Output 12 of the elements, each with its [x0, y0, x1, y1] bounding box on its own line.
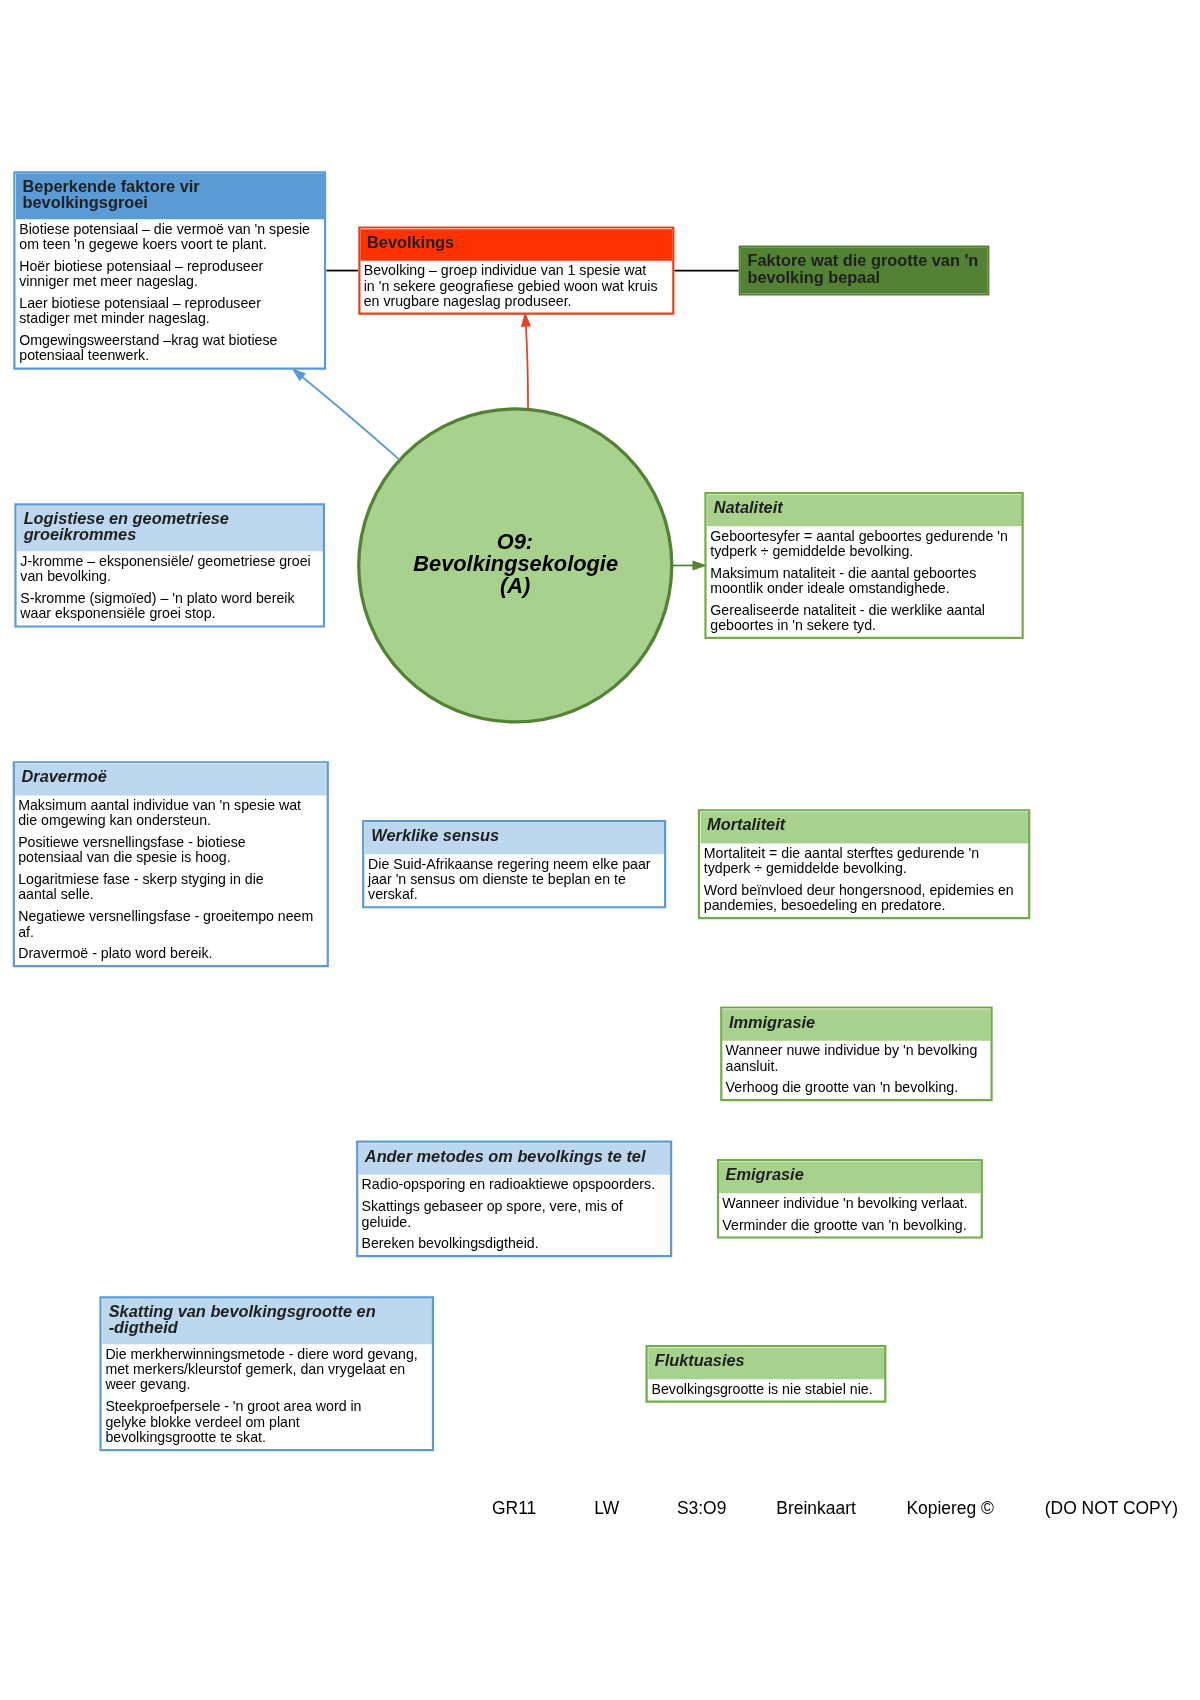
connector — [673, 269, 740, 271]
label: Kopiereg © — [906, 1497, 994, 1518]
arrow — [671, 559, 707, 570]
arrow — [520, 311, 531, 410]
arrow — [291, 367, 401, 461]
label: GR11 — [492, 1497, 537, 1518]
label: LW — [594, 1497, 620, 1518]
connector — [325, 269, 359, 271]
label: S3:O9 — [676, 1497, 727, 1518]
node-circle: O9: Bevolkingsekologie (A) — [357, 406, 674, 724]
label: Breinkaart — [776, 1497, 856, 1518]
label: (DO NOT COPY) — [1044, 1497, 1179, 1518]
